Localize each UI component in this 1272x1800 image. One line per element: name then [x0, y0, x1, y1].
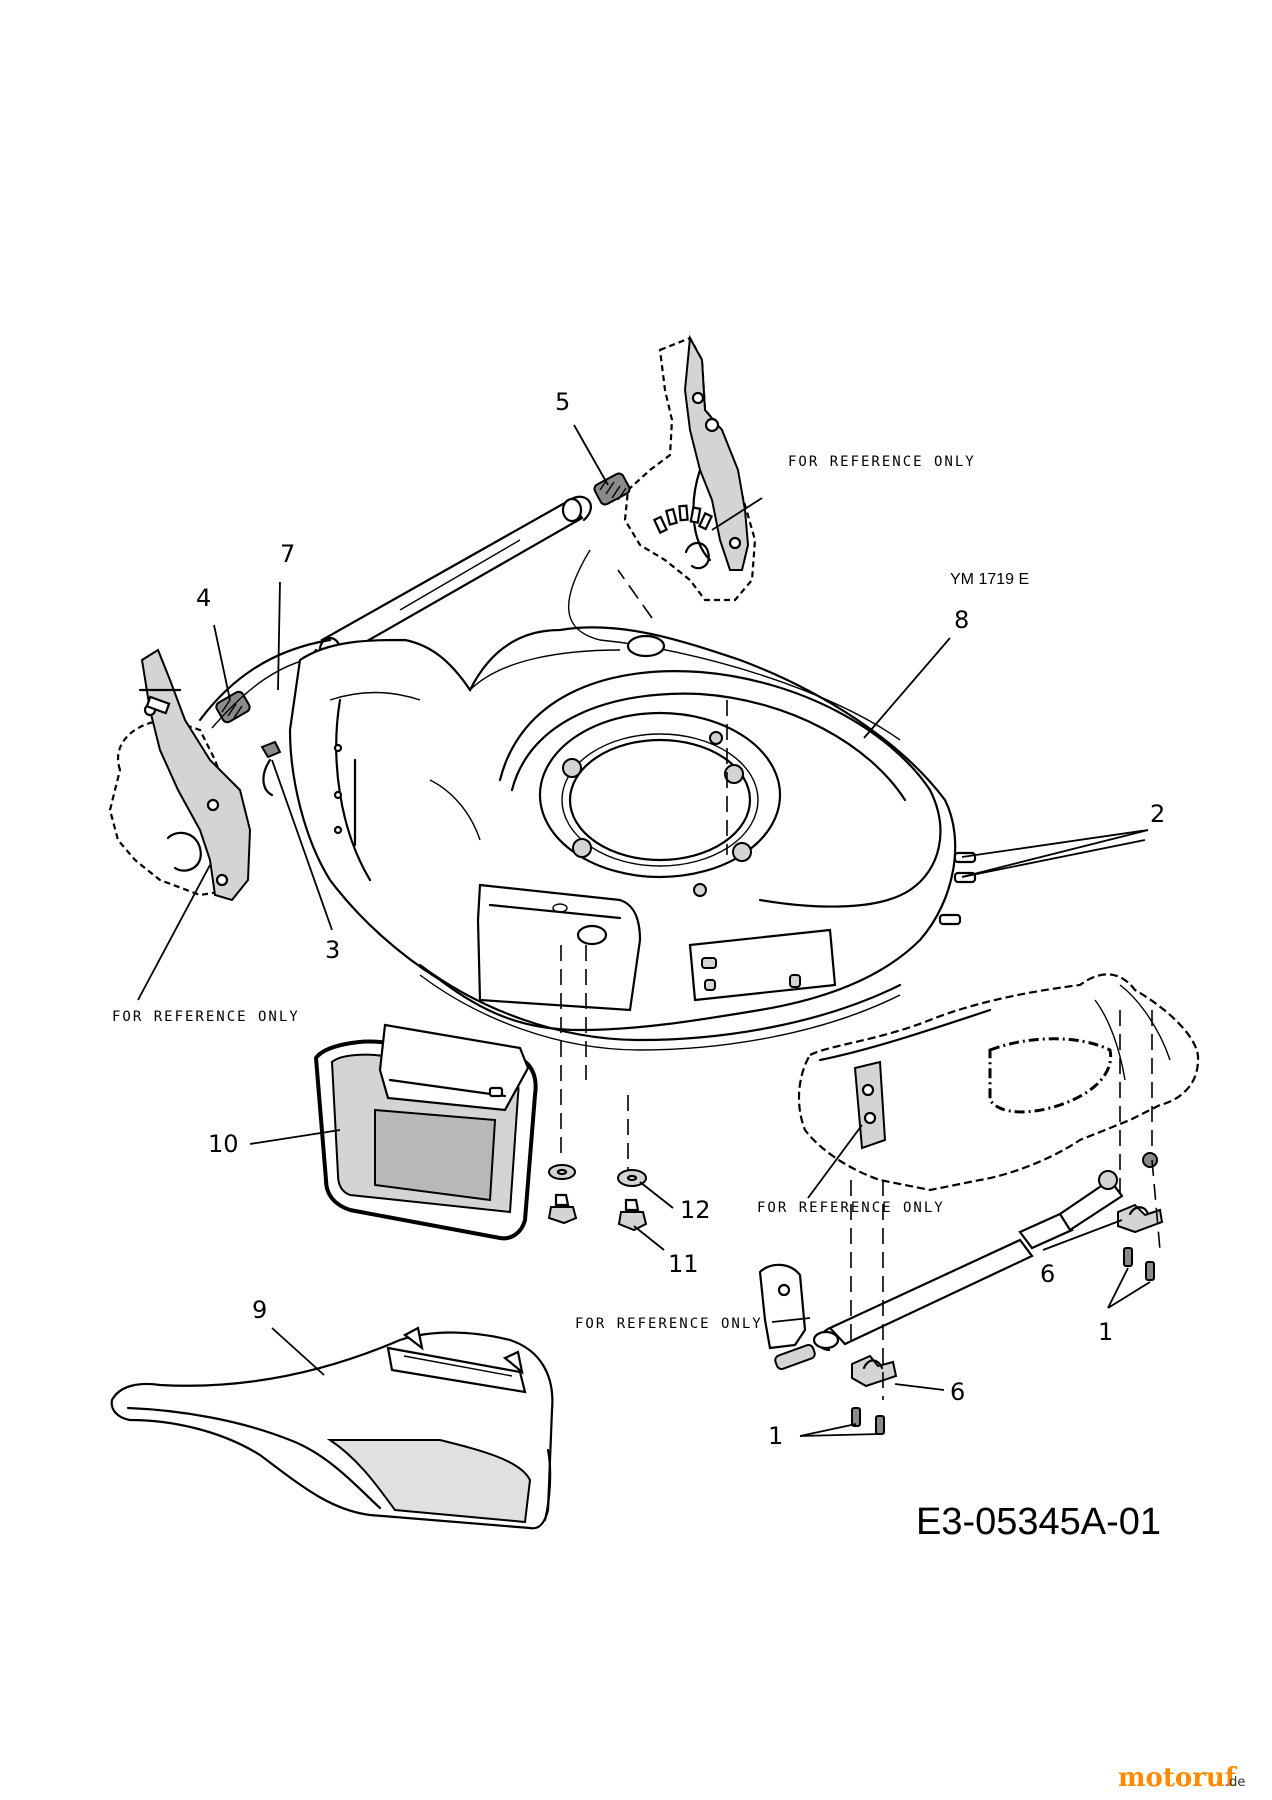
clamp-screws: [851, 1247, 1155, 1435]
model-code: YM 1719 E: [950, 571, 1029, 588]
height-adjust-clip: [260, 740, 282, 797]
callout-6-upper: 6: [1040, 1260, 1055, 1288]
washer-right: [617, 1169, 647, 1187]
callout-4: 4: [196, 584, 211, 612]
watermark-suffix: .de: [1225, 1775, 1245, 1790]
callout-1-upper: 1: [1098, 1318, 1113, 1346]
watermark-brand: motoruf: [1118, 1763, 1238, 1793]
callout-6-lower: 6: [950, 1378, 965, 1406]
callout-2: 2: [1150, 800, 1165, 828]
rear-axle-tube: [303, 495, 592, 702]
callout-10: 10: [208, 1130, 239, 1158]
callout-7: 7: [280, 540, 295, 568]
bracket-slots: [652, 504, 714, 535]
assembly-lines: [560, 569, 1161, 1400]
callout-11: 11: [668, 1250, 699, 1278]
rear-handle-bracket-right: [623, 334, 757, 602]
torsion-spring-right: [593, 472, 631, 506]
reference-note-front-housing: FOR REFERENCE ONLY: [757, 1200, 945, 1216]
nut-right: [617, 1198, 648, 1232]
nut-left: [547, 1193, 578, 1225]
motor-mount-bolts: [562, 731, 752, 897]
callout-8: 8: [954, 606, 969, 634]
reference-note-front-axle: FOR REFERENCE ONLY: [575, 1316, 763, 1332]
callout-1-lower: 1: [768, 1422, 783, 1450]
reference-note-rear-left: FOR REFERENCE ONLY: [112, 1009, 300, 1025]
rear-discharge-flap: [313, 1023, 538, 1241]
washer-left: [548, 1164, 576, 1180]
leader-lines: [137, 424, 1151, 1437]
front-axle-rod: [758, 1152, 1158, 1371]
rear-handle-bracket-left: [108, 648, 252, 902]
callout-3: 3: [325, 936, 340, 964]
axle-clamp-lower: [851, 1354, 898, 1388]
mower-deck: [288, 549, 977, 1051]
diagram-id: E3-05345A-01: [916, 1501, 1161, 1543]
reference-note-rear-right: FOR REFERENCE ONLY: [788, 454, 976, 470]
grass-catcher: [110, 1326, 554, 1530]
callout-12: 12: [680, 1196, 711, 1224]
axle-clamp-upper: [1117, 1203, 1164, 1234]
callout-5: 5: [555, 388, 570, 416]
callout-9: 9: [252, 1296, 267, 1324]
front-axle-housing: [797, 973, 1200, 1192]
